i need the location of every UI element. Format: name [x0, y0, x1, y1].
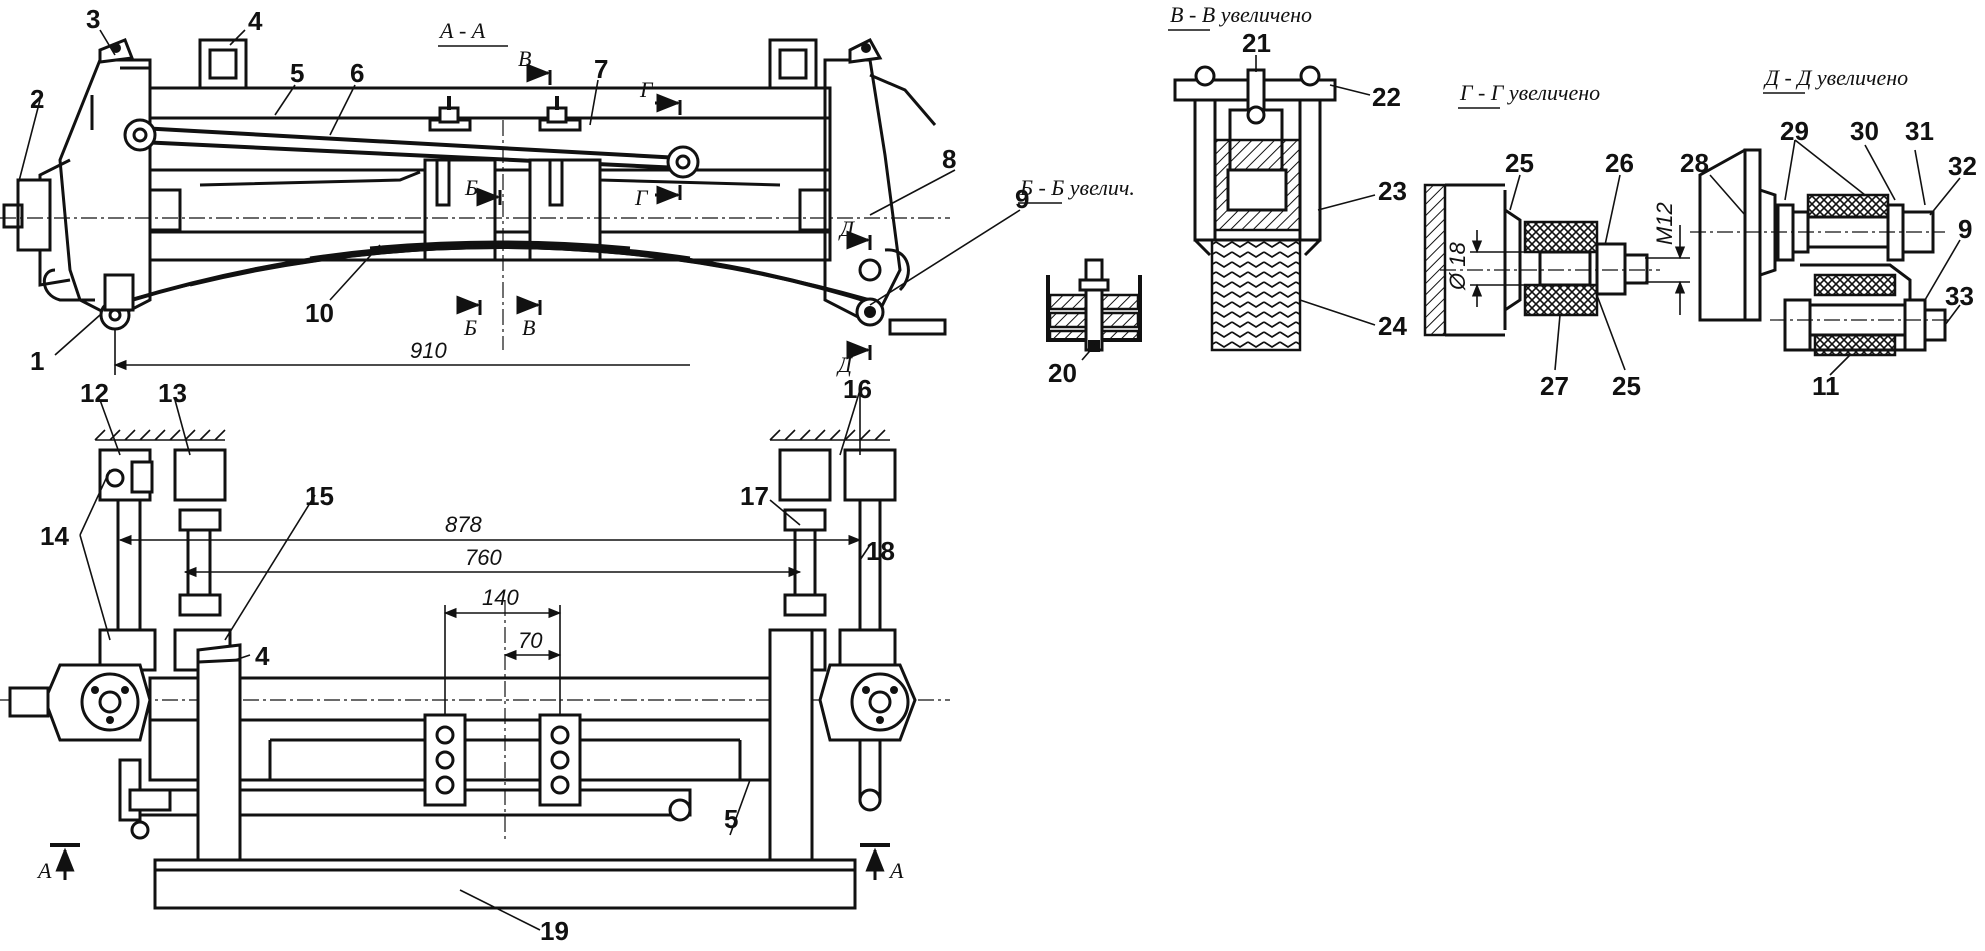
callout-7: 7	[594, 54, 608, 84]
callout-28: 28	[1680, 148, 1709, 178]
plan-view: 878 760 140 70 А А	[0, 429, 950, 910]
section-vv-title: В - В увеличено	[1170, 2, 1312, 27]
callout-4-top: 4	[248, 6, 263, 36]
callout-3: 3	[86, 4, 100, 34]
section-gg-view: Г - Г увеличено Ø 18 M12	[1423, 80, 1690, 337]
callout-10: 10	[305, 298, 334, 328]
callout-25-bottom: 25	[1612, 371, 1641, 401]
cut-mark-g-top: Г	[639, 77, 654, 102]
cut-mark-v-bottom: В	[522, 315, 535, 340]
callout-16: 16	[843, 374, 872, 404]
callout-13: 13	[158, 378, 187, 408]
callout-14: 14	[40, 521, 69, 551]
cut-mark-a-left: А	[36, 858, 52, 883]
cut-mark-a-right: А	[888, 858, 904, 883]
section-aa-view: А - А	[0, 18, 950, 377]
section-dd-title: Д - Д увеличено	[1763, 65, 1908, 90]
dimension-m12: M12	[1652, 202, 1677, 245]
dimension-140: 140	[482, 585, 519, 610]
dimension-878: 878	[445, 512, 482, 537]
callout-5-top: 5	[290, 58, 304, 88]
callout-6: 6	[350, 58, 364, 88]
callout-2: 2	[30, 84, 44, 114]
section-dd-view: Д - Д увеличено	[1690, 65, 1950, 357]
dimension-910: 910	[410, 338, 447, 363]
callout-18: 18	[866, 536, 895, 566]
dimension-760: 760	[465, 545, 502, 570]
callout-11: 11	[1812, 371, 1840, 401]
callout-4-plan: 4	[255, 641, 270, 671]
callout-26: 26	[1605, 148, 1634, 178]
dimension-dia-18: Ø 18	[1445, 242, 1470, 291]
cut-mark-b-bottom: Б	[463, 315, 477, 340]
callouts: 3 4 5 6 7 2 8 9 10 1 12 13 14 15 16 17 1…	[17, 4, 1977, 946]
cut-mark-g-bottom: Г	[634, 185, 649, 210]
callout-27: 27	[1540, 371, 1569, 401]
callout-17: 17	[740, 481, 769, 511]
section-bb-title: Б - Б увелич.	[1019, 175, 1135, 200]
cut-mark-d-top: Д	[838, 216, 855, 241]
section-aa-title: А - А	[438, 18, 486, 43]
callout-29: 29	[1780, 116, 1809, 146]
callout-15: 15	[305, 481, 334, 511]
callout-25-top: 25	[1505, 148, 1534, 178]
callout-8: 8	[942, 144, 956, 174]
section-gg-title: Г - Г увеличено	[1459, 80, 1600, 105]
dimension-70: 70	[518, 628, 543, 653]
callout-20: 20	[1048, 358, 1077, 388]
callout-21: 21	[1242, 28, 1271, 58]
section-bb-view: Б - Б увелич.	[1018, 175, 1142, 352]
callout-9-dd: 9	[1958, 214, 1972, 244]
callout-1: 1	[30, 346, 44, 376]
section-vv-view: В - В увеличено	[1168, 2, 1337, 352]
cut-mark-b-top: Б	[464, 175, 478, 200]
callout-33: 33	[1945, 281, 1974, 311]
callout-31: 31	[1905, 116, 1934, 146]
cut-mark-v-top: В	[518, 46, 531, 71]
callout-19: 19	[540, 916, 569, 946]
callout-24: 24	[1378, 311, 1407, 341]
callout-12: 12	[80, 378, 109, 408]
callout-30: 30	[1850, 116, 1879, 146]
callout-22: 22	[1372, 82, 1401, 112]
cut-mark-d-bottom: Д	[836, 352, 853, 377]
callout-23: 23	[1378, 176, 1407, 206]
callout-5-plan: 5	[724, 804, 738, 834]
callout-32: 32	[1948, 151, 1977, 181]
callout-9-top: 9	[1015, 184, 1029, 214]
